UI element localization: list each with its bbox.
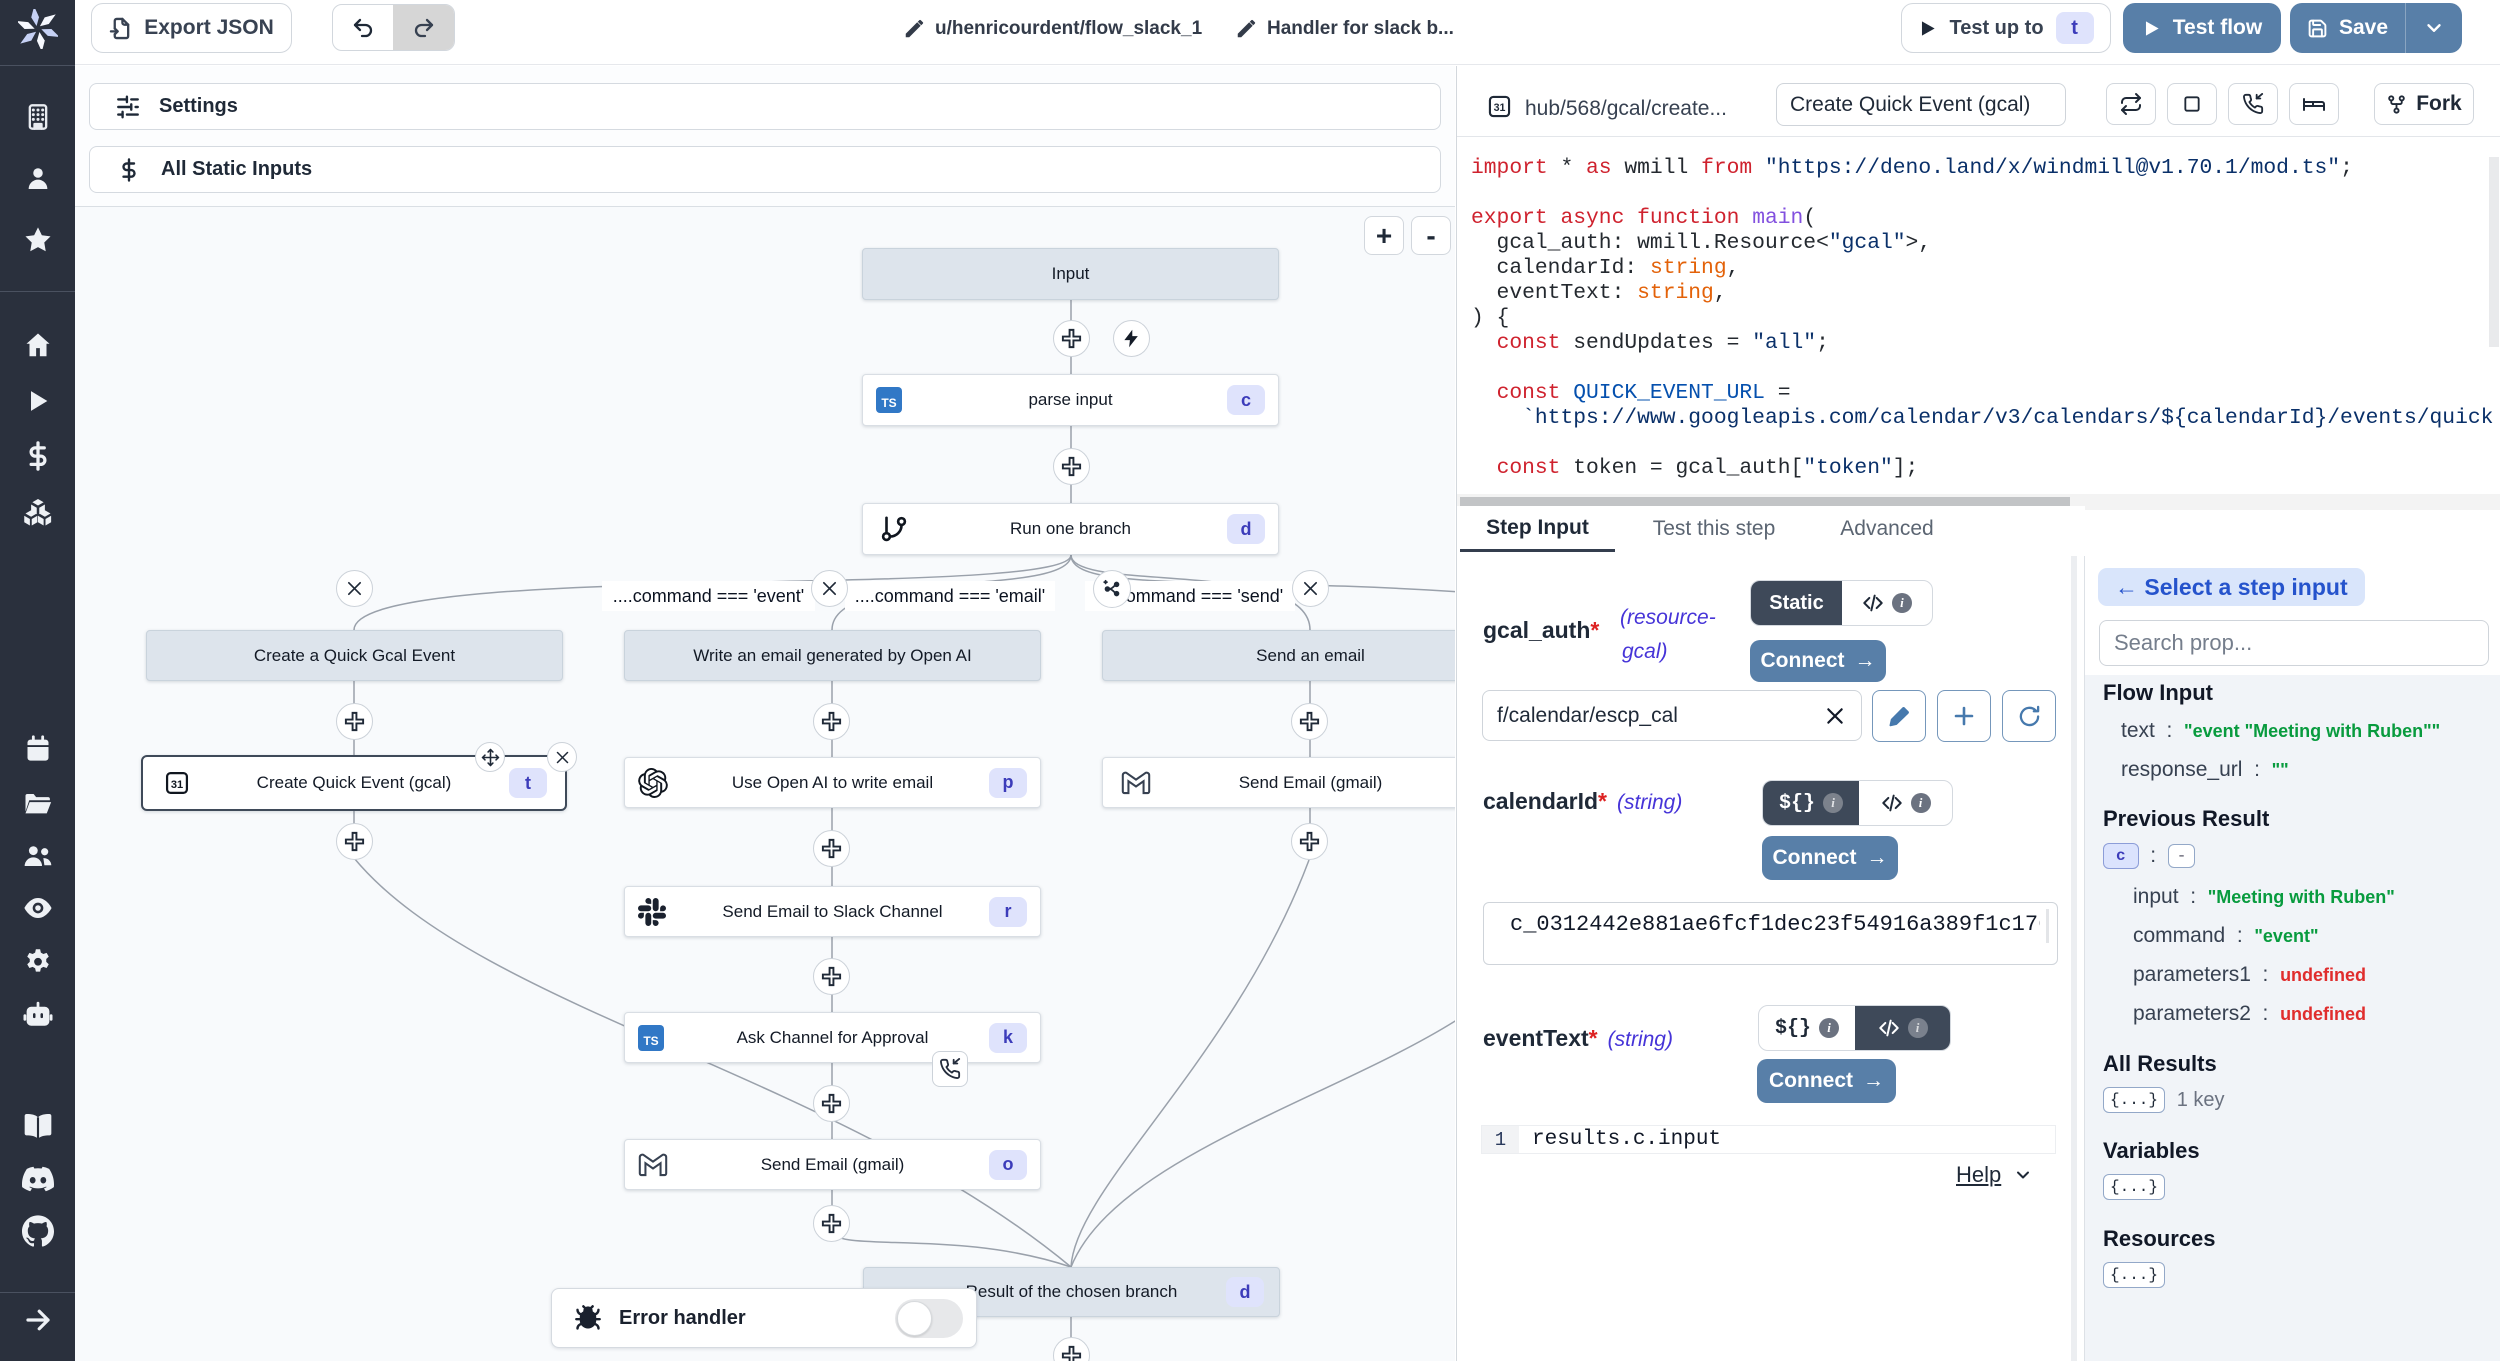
- svg-text:31: 31: [1494, 102, 1506, 114]
- svg-text:31: 31: [171, 779, 183, 791]
